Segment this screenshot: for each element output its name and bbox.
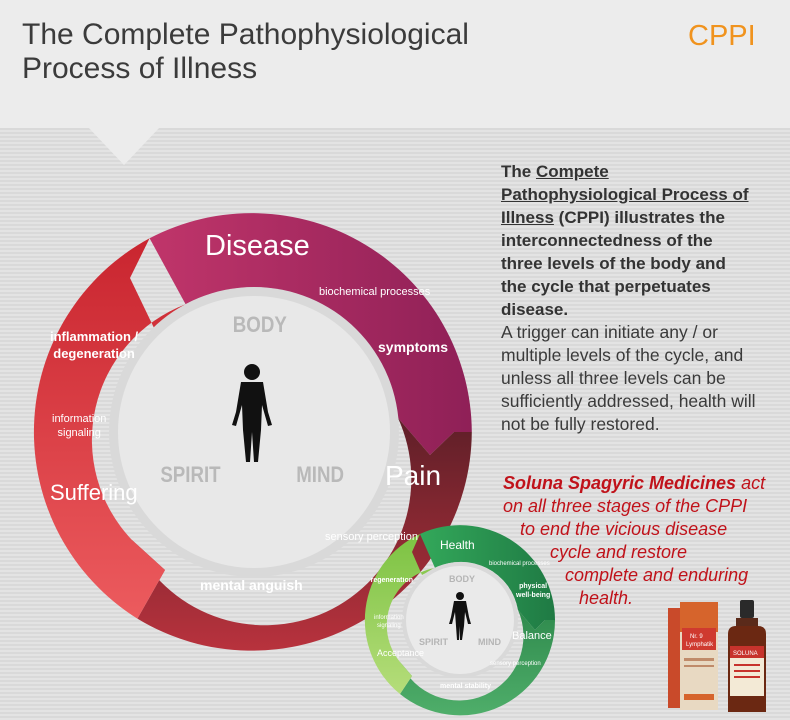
- suffering-segment: [33, 238, 186, 619]
- label-suffering: Suffering: [50, 480, 138, 505]
- label-mental-stability: mental stability: [440, 683, 491, 690]
- label-inflammation: inflammation /degeneration: [50, 329, 139, 361]
- desc-plain-4: sufficiently addressed, health will: [501, 391, 756, 411]
- label-health-sensory: sensory perception: [490, 661, 541, 667]
- title-line-1: The Complete Pathophysiological: [22, 18, 469, 51]
- acceptance-segment: [364, 534, 435, 694]
- label-health-body: BODY: [449, 574, 476, 584]
- product-bottle: [728, 600, 766, 712]
- label-symptoms: symptoms: [378, 339, 449, 355]
- disease-segment: [149, 213, 472, 455]
- page-title: The Complete Pathophysiological Process …: [22, 18, 582, 86]
- small-human-figure-icon: [449, 592, 471, 640]
- bottle-brand: SOLUNA: [733, 651, 758, 657]
- label-mental-anguish: mental anguish: [200, 577, 303, 593]
- product-box: [668, 602, 718, 710]
- label-sensory: sensory perception: [325, 531, 418, 543]
- label-health: Health: [440, 538, 475, 552]
- label-regeneration: regeneration: [370, 577, 413, 584]
- product-image: Nr. 9 Lymphatik SOLUNA: [668, 600, 766, 712]
- label-health-spirit: SPIRIT: [419, 637, 449, 647]
- health-segment: [420, 525, 555, 630]
- header-band: The Complete Pathophysiological Process …: [0, 0, 790, 128]
- label-mind: MIND: [296, 462, 345, 487]
- label-health-biochem: biochemical processes: [489, 561, 550, 567]
- label-spirit: SPIRIT: [160, 462, 221, 487]
- label-disease: Disease: [205, 230, 310, 262]
- balance-segment: [400, 610, 556, 716]
- title-line-2: Process of Illness: [22, 52, 258, 85]
- tagline: Soluna Spagyric Medicines act on all thr…: [503, 473, 766, 608]
- label-pain: Pain: [385, 460, 442, 491]
- brand-label: CPPI: [688, 20, 756, 52]
- label-biochemical: biochemical processes: [319, 286, 431, 298]
- box-label-1: Nr. 9: [690, 634, 703, 640]
- label-balance: Balance: [512, 630, 552, 642]
- label-health-mind: MIND: [478, 637, 501, 647]
- header-notch: [88, 127, 160, 165]
- desc-plain-3: unless all three levels can be: [501, 368, 726, 388]
- label-body: BODY: [232, 312, 287, 337]
- label-acceptance: Acceptance: [377, 648, 425, 658]
- desc-plain-2: multiple levels of the cycle, and: [501, 345, 744, 365]
- desc-plain-1: A trigger can initiate any / or: [501, 322, 718, 342]
- box-label-2: Lymphatik: [686, 642, 714, 648]
- desc-plain-5: not be fully restored.: [501, 414, 660, 434]
- human-figure-icon: [232, 364, 272, 462]
